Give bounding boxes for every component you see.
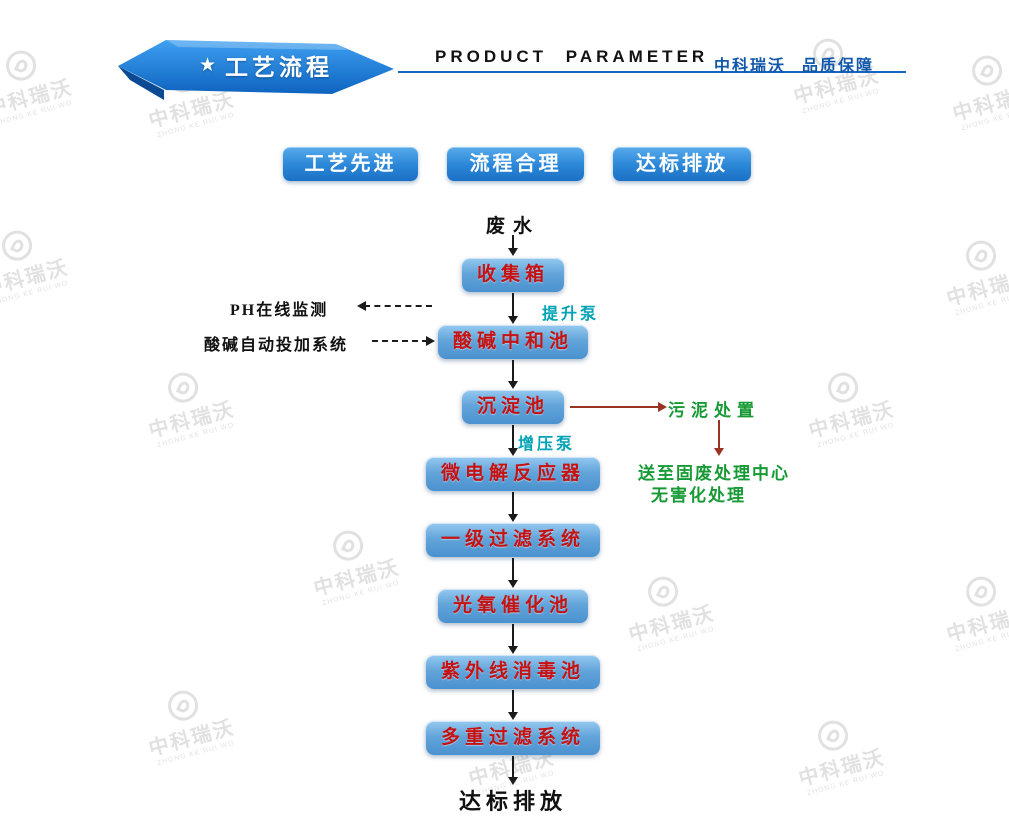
header-divider-line [398, 71, 906, 73]
watermark-subtext: ZHONG KE RUI WO [0, 279, 70, 308]
watermark-text: 中科瑞沃 [0, 76, 76, 121]
watermark-logo-icon [164, 687, 202, 725]
step-uv-disinfection-pool: 紫外线消毒池 [425, 655, 601, 689]
arrow-down-3 [505, 360, 521, 389]
arrow-down-5 [505, 492, 521, 522]
watermark-text: 中科瑞沃 [806, 398, 898, 443]
sludge-branch-arrow [570, 401, 667, 413]
watermark-logo-icon [644, 573, 682, 611]
step-sedimentation-pool: 沉淀池 [461, 390, 565, 424]
arrow-down-7 [505, 624, 521, 654]
watermark-subtext: ZHONG KE RUI WO [801, 87, 881, 116]
step-collection-tank: 收集箱 [461, 258, 565, 292]
step-neutralization-pool: 酸碱中和池 [437, 325, 589, 359]
watermark-text: 中科瑞沃 [0, 256, 72, 301]
step-primary-filter-system: 一级过滤系统 [425, 523, 601, 557]
arrow-down-1 [505, 235, 521, 256]
dashed-arrow-from-dosing [366, 335, 435, 347]
flow-outcome-label: 达标排放 [458, 789, 568, 814]
step-multi-filter-system: 多重过滤系统 [425, 721, 601, 755]
booster-pump-label: 增压泵 [518, 436, 576, 453]
watermark-subtext: ZHONG KE RUI WO [0, 99, 74, 128]
flow-source-label: 废水 [485, 216, 541, 237]
badge-advanced-process: 工艺先进 [283, 147, 418, 181]
star-icon: ★ [198, 54, 217, 76]
watermark-text: 中科瑞沃 [626, 602, 718, 647]
watermark-logo-icon [2, 47, 40, 85]
watermark-text: 中科瑞沃 [944, 602, 1009, 647]
badge-standard-discharge: 达标排放 [613, 147, 751, 181]
watermark-subtext: ZHONG KE RUI WO [954, 290, 1009, 318]
banner-ribbon: ★ 工艺流程 [118, 36, 394, 100]
arrow-down-4 [505, 425, 521, 456]
watermark-text: 中科瑞沃 [944, 266, 1009, 311]
dashed-arrow-to-ph-monitor [357, 300, 438, 312]
watermark-logo-icon [968, 52, 1006, 90]
sludge-disposal-label: 污泥处置 [668, 401, 760, 420]
watermark-subtext: ZHONG KE RUI WO [156, 421, 236, 450]
sludge-down-arrow [711, 420, 727, 456]
arrow-down-6 [505, 558, 521, 588]
watermark-logo-icon [0, 227, 36, 265]
watermark-logo-icon [824, 369, 862, 407]
page-title: 工艺流程 [225, 54, 334, 80]
watermark-subtext: ZHONG KE RUI WO [636, 625, 716, 654]
watermark-subtext: ZHONG KE RUI WO [960, 105, 1009, 133]
watermark-logo-icon [962, 573, 1000, 611]
watermark-text: 中科瑞沃 [796, 746, 888, 791]
watermark-subtext: ZHONG KE RUI WO [321, 579, 401, 608]
watermark-logo-icon [164, 369, 202, 407]
sludge-note-line1: 送至固废处理中心 [638, 464, 790, 483]
arrow-down-9 [505, 756, 521, 785]
watermark-text: 中科瑞沃 [146, 398, 238, 443]
watermark-logo-icon [962, 237, 1000, 275]
watermark-logo-icon [329, 527, 367, 565]
watermark-text: 中科瑞沃 [950, 81, 1009, 126]
arrow-down-8 [505, 690, 521, 720]
watermark-subtext: ZHONG KE RUI WO [156, 739, 236, 768]
watermark-subtext: ZHONG KE RUI WO [156, 111, 236, 140]
brand-slogan: 品质保障 [802, 58, 875, 75]
lift-pump-label: 提升泵 [542, 306, 600, 323]
banner-label: ★ 工艺流程 [173, 36, 359, 94]
step-photocatalytic-pool: 光氧催化池 [437, 589, 589, 623]
watermark-logo-icon [814, 717, 852, 755]
watermark-text: 中科瑞沃 [146, 716, 238, 761]
dosing-system-label: 酸碱自动投加系统 [204, 337, 349, 354]
watermark-subtext: ZHONG KE RUI WO [954, 626, 1009, 654]
banner-shape [118, 40, 394, 100]
brand-name: 中科瑞沃 [714, 58, 787, 75]
subtitle-product-parameter: PRODUCT PARAMETER [435, 47, 709, 66]
ph-monitor-label: PH在线监测 [230, 302, 329, 319]
sludge-note-line2: 无害化处理 [651, 486, 746, 505]
step-microelectrolysis-reactor: 微电解反应器 [425, 457, 601, 491]
watermark-text: 中科瑞沃 [311, 556, 403, 601]
watermark-subtext: ZHONG KE RUI WO [806, 769, 886, 798]
watermark-subtext: ZHONG KE RUI WO [816, 421, 896, 450]
brand-area: 中科瑞沃 品质保障 [714, 52, 874, 76]
arrow-down-2 [505, 293, 521, 324]
badge-reasonable-flow: 流程合理 [447, 147, 584, 181]
